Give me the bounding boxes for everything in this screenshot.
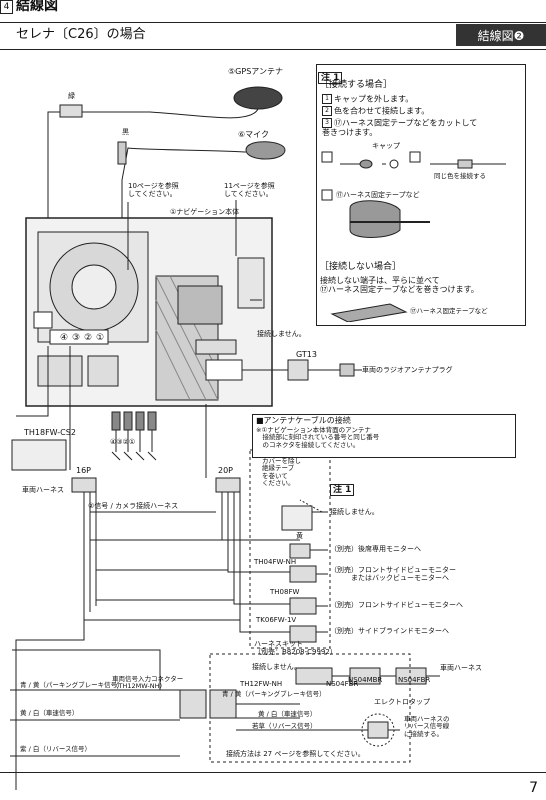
cover-note: カバーを除し 絶縁テープ を巻いて ください。 bbox=[262, 457, 301, 488]
black-label: 黒 bbox=[122, 128, 129, 136]
gps-plug-icon bbox=[59, 104, 83, 118]
antenna-box-text: ※①ナビゲーション本体背面のアンテナ 接続部に刻印されている番号と同じ番号 のコ… bbox=[256, 426, 380, 449]
ns04mbr-label: NS04MBR bbox=[348, 676, 383, 684]
page-title: セレナ〔C26〕の場合 bbox=[16, 27, 146, 42]
no-connect-label: 接続しません。 bbox=[257, 330, 306, 338]
ref10-label: 10ページを参照 してください。 bbox=[128, 182, 179, 199]
ns04fbr-label: NS04FBR bbox=[326, 680, 359, 688]
th12-label: TH12FW-NH bbox=[240, 680, 283, 688]
th04-label: TH04FW-NH bbox=[254, 558, 297, 566]
gps-antenna-icon bbox=[233, 86, 283, 110]
cover-no-connect: 接続しません。 bbox=[330, 508, 379, 516]
step1-num: 1 bbox=[322, 94, 332, 104]
20p-label: 20P bbox=[218, 466, 234, 475]
step2-num: 2 bbox=[322, 106, 332, 116]
harness-kit-label: ハーネスキット （別売：B8208-C9992） bbox=[254, 640, 337, 657]
wire-parking-1: 青 / 黄（パーキングブレーキ信号） bbox=[20, 681, 124, 689]
vehicle-harness-label: 車両ハーネス bbox=[22, 486, 64, 494]
radio-plug-label: 車両のラジオアンテナプラグ bbox=[362, 366, 453, 374]
16p-label: 16P bbox=[76, 466, 92, 475]
title-bar bbox=[0, 22, 546, 50]
reverse-note: 車両ハーネスの リバース信号線 に接続する。 bbox=[404, 715, 450, 738]
note1-box bbox=[316, 64, 526, 326]
cam-harness-label: ②信号 / カメラ接続ハーネス bbox=[88, 502, 179, 510]
rear-monitor-label: （別売）後席専用モニターへ bbox=[330, 545, 421, 553]
section-number: 4 bbox=[0, 0, 13, 14]
note1-step1: キャップを外します。 bbox=[334, 94, 414, 104]
port-2: ② bbox=[84, 333, 93, 343]
note1-connect-heading: ［接続する場合］ bbox=[320, 80, 393, 90]
page-number: 7 bbox=[529, 779, 538, 796]
mic-icon bbox=[245, 141, 286, 160]
step3-num: 3 bbox=[322, 118, 332, 128]
wire-speed-2: 黄 / 白（車速信号） bbox=[258, 710, 317, 718]
tk06-label: TK06FW-1V bbox=[256, 616, 297, 624]
electro-tap-label: エレクトロタップ bbox=[374, 698, 430, 706]
front-side2-label: （別売）フロントサイドビューモニターへ bbox=[330, 601, 463, 609]
plug-nums: ④③②① bbox=[110, 438, 136, 446]
wire-reverse-1: 紫 / 白（リバース信号） bbox=[20, 745, 91, 753]
port-4: ④ bbox=[60, 333, 69, 343]
bottom-no-connect: 接続しません。 bbox=[252, 663, 301, 671]
cap-label: キャップ bbox=[372, 142, 400, 150]
tape-label: ⑰ハーネス固定テープなど bbox=[336, 191, 420, 199]
note1-step3: ⑰ハーネス固定テープなどをカットして 巻きつけます。 bbox=[322, 118, 478, 137]
note1-step2: 色を合わせて接続します。 bbox=[334, 106, 430, 116]
side-blind-label: （別売）サイドブラインドモニターへ bbox=[330, 627, 449, 635]
tape-illustration bbox=[330, 303, 408, 322]
th08-label: TH08FW bbox=[270, 588, 300, 596]
antenna-box-title: ■アンテナケーブルの接続 bbox=[256, 416, 351, 425]
diagram-badge: 結線図❷ bbox=[456, 24, 546, 46]
note1-noconnect-heading: ［接続しない場合］ bbox=[320, 262, 402, 272]
gps-antenna-label: ⑤GPSアンテナ bbox=[228, 67, 283, 76]
same-color-label: 同じ色を接続する bbox=[434, 172, 486, 180]
section-title: 結線図 bbox=[16, 0, 58, 14]
bottom-vehicle-harness: 車両ハーネス bbox=[440, 664, 482, 672]
note1-illustration bbox=[321, 151, 506, 238]
antenna-cable-box bbox=[252, 414, 516, 458]
navi-body-label: ①ナビゲーション本体 bbox=[170, 208, 240, 216]
yellow-label: 黄 bbox=[296, 532, 303, 540]
ref11-label: 11ページを参照 してください。 bbox=[224, 182, 275, 199]
wire-reverse-2: 若草（リバース信号） bbox=[252, 722, 317, 730]
mic-label: ⑥マイク bbox=[238, 130, 270, 139]
tape-label2: ⑰ハーネス固定テープなど bbox=[410, 307, 488, 315]
footer-rule bbox=[0, 772, 546, 773]
wire-parking-2: 青 / 黄（パーキングブレーキ信号） bbox=[222, 690, 326, 698]
wire-speed-1: 黄 / 白（車速信号） bbox=[20, 709, 79, 717]
port-1: ① bbox=[96, 333, 105, 343]
gt13-label: GT13 bbox=[296, 350, 317, 359]
cover-note-tag: 注 1 bbox=[330, 484, 355, 496]
th18-label: TH18FW-CS2 bbox=[24, 428, 76, 437]
input-connector-label: 車両信号入力コネクター （TH12MW-NH） bbox=[112, 675, 184, 691]
note1-noconnect-text: 接続しない端子は、平らに並べて ⑰ハーネス固定テープなどを巻きつけます。 bbox=[320, 276, 479, 295]
front-side-label: （別売）フロントサイドビューモニター またはバックビューモニターへ bbox=[330, 566, 456, 583]
ns04fbr2-label: NS04FBR bbox=[398, 676, 431, 684]
ref27-label: 接続方法は 27 ページを参照してください。 bbox=[226, 750, 365, 758]
green-label: 緑 bbox=[68, 92, 75, 100]
port-3: ③ bbox=[72, 333, 81, 343]
note1-tag: 注 1 bbox=[318, 72, 343, 84]
